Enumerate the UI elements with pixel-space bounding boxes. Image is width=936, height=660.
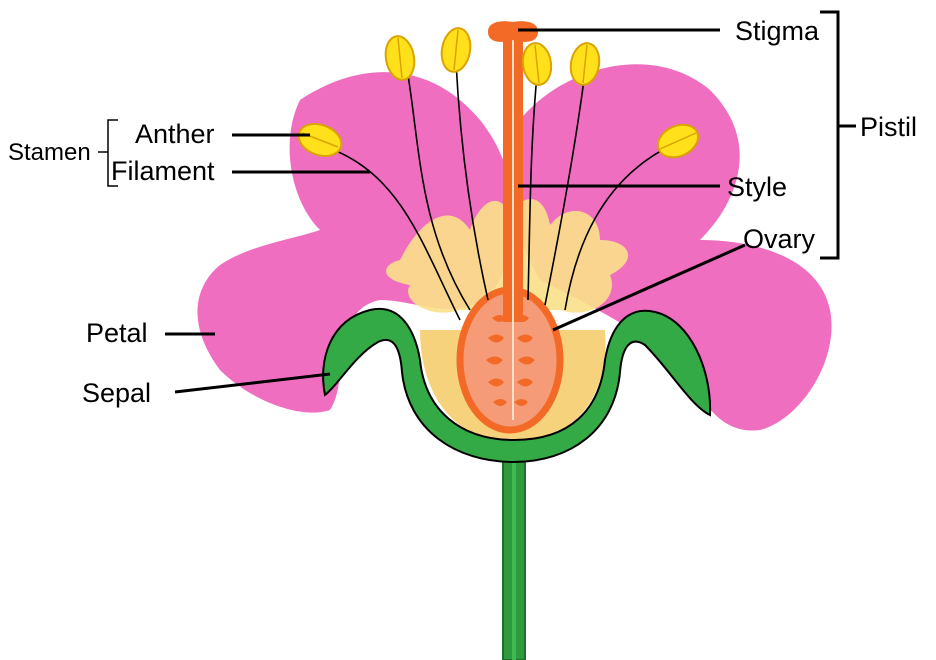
ovary-label: Ovary bbox=[743, 224, 816, 254]
stigma bbox=[488, 21, 538, 42]
anther-4 bbox=[520, 41, 554, 86]
stamen-label: Stamen bbox=[8, 139, 91, 166]
filament-label: Filament bbox=[111, 156, 215, 186]
pistil-label: Pistil bbox=[860, 112, 917, 142]
style-label: Style bbox=[727, 172, 787, 202]
stigma-label: Stigma bbox=[735, 16, 820, 46]
pistil-bracket bbox=[820, 12, 856, 258]
anther-2 bbox=[438, 26, 473, 74]
anther-label: Anther bbox=[135, 119, 215, 149]
sepal-label: Sepal bbox=[82, 378, 151, 408]
petal-label: Petal bbox=[86, 318, 148, 348]
